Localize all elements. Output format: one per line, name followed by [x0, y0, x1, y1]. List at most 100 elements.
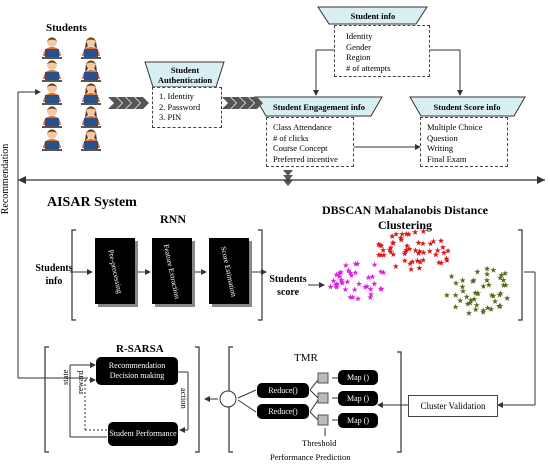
student-icon — [42, 37, 62, 59]
state-label: state — [60, 369, 70, 385]
dbscan-title: DBSCAN Mahalanobis Distance Clustering — [321, 203, 489, 232]
score-item: Multiple Choice — [427, 122, 483, 132]
cluster-star — [347, 269, 354, 276]
cluster-star — [496, 302, 503, 309]
cluster-validation-box: Cluster Validation — [408, 395, 498, 417]
cluster-star — [448, 273, 455, 280]
cluster-star — [407, 260, 414, 267]
student-info-header-shape — [317, 6, 428, 25]
cluster-star — [389, 233, 396, 239]
cluster-star — [420, 249, 427, 256]
student-icon — [81, 106, 101, 128]
cluster-star — [490, 266, 497, 273]
cluster-star — [426, 248, 433, 254]
cluster-star — [484, 304, 491, 311]
engagement-box: Class Attendance # of clicks Course Conc… — [266, 117, 354, 167]
recommendation-label: Recommendation — [0, 143, 11, 215]
cluster-star — [398, 236, 405, 243]
cluster-star — [337, 269, 344, 275]
tmr-connectors — [204, 377, 338, 436]
score-title: Student Score info — [433, 101, 501, 112]
auth-item: 1. Identity — [159, 91, 194, 101]
cluster-star — [362, 283, 369, 290]
cluster-star — [352, 260, 359, 267]
cluster-star — [485, 281, 492, 288]
cluster-star — [387, 244, 394, 251]
info-item: Identity — [346, 31, 373, 41]
cluster-star — [414, 257, 421, 264]
info-item: Region — [346, 52, 371, 62]
cluster-star — [397, 234, 404, 241]
score-item: Final Exam — [427, 153, 467, 164]
student-performance-node: Student Performance — [108, 422, 178, 446]
cluster-star — [367, 294, 374, 300]
cluster-star — [365, 274, 372, 281]
student-icon — [42, 129, 62, 151]
cluster-star — [416, 264, 423, 271]
cluster-star — [378, 286, 385, 292]
rnn-brackets — [44, 229, 523, 453]
reduce-node: Reduce() — [257, 404, 309, 419]
cluster-star — [500, 277, 507, 283]
cluster-star — [500, 282, 507, 288]
cluster-star — [367, 286, 374, 292]
cluster-star — [404, 242, 411, 249]
map-node: Map () — [338, 391, 378, 406]
cluster-star — [464, 300, 471, 307]
cluster-star — [467, 299, 474, 306]
cluster-star — [483, 277, 490, 283]
cluster-star — [408, 266, 415, 272]
cluster-star — [474, 290, 481, 297]
cluster-star — [459, 283, 466, 290]
cluster-star — [420, 228, 427, 234]
cluster-star — [439, 244, 446, 250]
cluster-star — [417, 259, 424, 265]
cluster-star — [490, 292, 497, 299]
cluster-star — [333, 284, 340, 290]
students-title: Students — [46, 22, 87, 34]
cluster-star — [389, 239, 396, 246]
cluster-star — [445, 247, 451, 254]
cluster-star — [412, 247, 419, 254]
score-box: Multiple Choice Question Writing Final E… — [420, 117, 508, 167]
engagement-title: Student Engagement info — [272, 101, 366, 112]
auth-box: 1. Identity 2. Password 3. PIN — [152, 87, 222, 128]
auth-title: Student Authentication — [157, 64, 213, 85]
score-item: Question — [427, 132, 458, 143]
cluster-star — [443, 255, 450, 262]
cluster-star — [380, 269, 387, 276]
student-info-title: Student info — [350, 10, 396, 21]
preprocessing-stage: Pre-processing — [95, 238, 135, 304]
cluster-star — [338, 278, 345, 285]
cluster-star — [484, 271, 491, 277]
student-icon — [42, 106, 62, 128]
cluster-star — [348, 272, 355, 278]
cluster-star — [336, 273, 343, 280]
engagement-item: Course Concept — [273, 143, 328, 153]
cluster-star — [330, 277, 337, 284]
cluster-star — [416, 248, 423, 254]
cluster-scatter — [327, 228, 511, 316]
cluster-star — [371, 261, 378, 268]
student-icon — [81, 129, 101, 151]
cluster-star — [401, 257, 408, 264]
cluster-star — [460, 288, 467, 294]
engagement-header-shape — [254, 96, 383, 117]
cluster-star — [345, 267, 352, 274]
cluster-star — [459, 277, 466, 283]
cluster-star — [473, 302, 480, 308]
cluster-star — [333, 271, 340, 278]
cluster-star — [498, 271, 505, 278]
threshold-label: Threshold — [302, 438, 337, 448]
cluster-star — [502, 282, 509, 288]
cluster-star — [472, 306, 479, 313]
cluster-star — [452, 280, 459, 286]
cluster-star — [390, 251, 397, 258]
cluster-star — [471, 296, 478, 302]
cluster-star — [440, 249, 447, 256]
cluster-star — [356, 280, 362, 287]
cluster-star — [368, 291, 375, 297]
cluster-star — [452, 303, 459, 310]
engagement-item: # of clicks — [273, 132, 309, 143]
cluster-star — [465, 310, 472, 316]
